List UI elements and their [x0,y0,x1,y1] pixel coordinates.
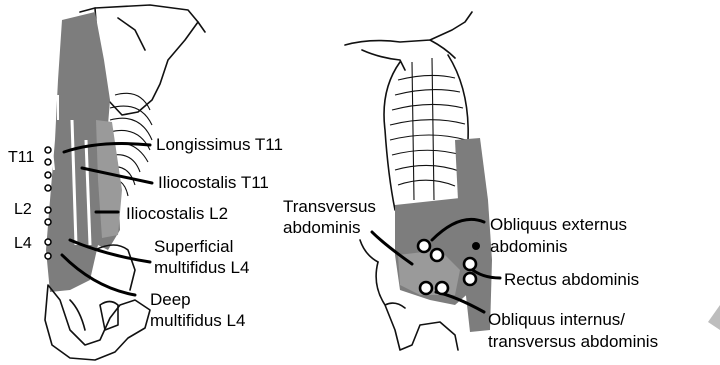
label-obliquus-externus: Obliquus externus [490,215,627,234]
front-view-figure [345,12,492,350]
label-iliocostalis-t11: Iliocostalis T11 [158,173,269,192]
electrode-rectus-1 [464,258,476,270]
label-deep: Deep [150,290,191,309]
electrode-internus-1 [420,282,432,294]
electrode-rectus-2 [464,273,476,285]
level-l4: L4 [14,235,32,252]
ribs-front [390,58,466,200]
label-iliocostalis-l2: Iliocostalis L2 [126,204,228,223]
edge-fragment-shape [708,305,720,330]
label-rectus-abdominis: Rectus abdominis [504,270,639,289]
electrode-externus-2 [431,249,443,261]
scapula-outline [95,5,198,115]
label-transversus-abdominis: abdominis [283,218,361,237]
reference-dot [472,242,480,250]
label-transversus-abdominis-2: transversus abdominis [488,332,658,351]
electrode-internus-2 [436,282,448,294]
label-multifidus-l4-superficial: multifidus L4 [154,258,249,277]
label-longissimus: Longissimus T11 [156,135,283,154]
electrode-externus-1 [418,240,430,252]
label-transversus: Transversus [283,197,376,216]
label-multifidus-l4-deep: multifidus L4 [150,311,245,330]
ribcage-front [384,55,468,210]
label-superficial: Superficial [154,237,233,256]
level-l2: L2 [14,201,32,218]
label-obliquus-internus: Obliquus internus/ [488,310,625,329]
level-t11: T11 [8,149,34,166]
label-obliquus-externus-abdominis: abdominis [490,237,568,256]
